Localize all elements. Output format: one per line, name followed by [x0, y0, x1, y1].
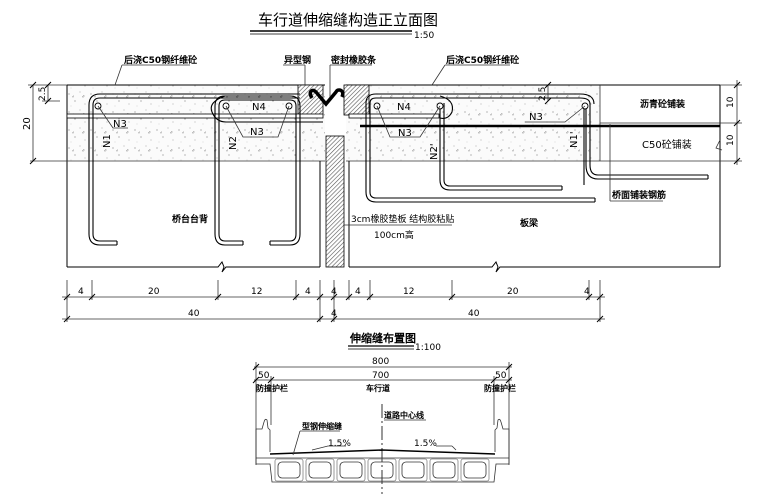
dim-tick — [292, 293, 300, 301]
dim-tick — [585, 293, 593, 301]
bridge-cross-section — [255, 404, 510, 494]
slab-beam-unit — [367, 458, 397, 482]
label-slope-left: 1.5% — [328, 439, 351, 449]
special-steel-right — [343, 84, 370, 116]
dim-tick — [345, 293, 353, 301]
dim-row1-value: 4 — [355, 287, 361, 297]
layout-plan-dims — [252, 362, 513, 465]
label-rubber-seal: 密封橡胶条 — [330, 54, 377, 66]
rebar-mark-n3-left-a: N3 — [113, 119, 127, 130]
rebar-mark-n1-left: N1 — [102, 134, 113, 148]
rubber-seal — [308, 88, 345, 107]
slab-void — [463, 461, 487, 479]
slab-void — [370, 461, 394, 479]
slab-voids — [274, 458, 490, 482]
label-centerline: 道路中心线 — [384, 410, 424, 420]
dim-left-cover: 2.5 — [38, 87, 48, 101]
slab-void — [432, 461, 456, 479]
dim-row2-labels: 40 4 40 — [188, 309, 480, 319]
rebar-mark-n2-left: N2 — [228, 136, 239, 150]
label-post-cast-right: 后浇C50钢纤维砼 — [446, 54, 520, 66]
rebar-mark-n2-right: N2' — [429, 143, 440, 160]
dim-tick — [88, 293, 96, 301]
layout-plan-title-block: 伸缩缝布置图 1:100 — [348, 331, 441, 353]
slab-void — [339, 461, 363, 479]
rubber-pad — [325, 135, 345, 268]
dim-tick — [596, 315, 604, 323]
rebar-mark-n1-right: N1' — [569, 131, 580, 148]
dim-tick — [63, 315, 71, 323]
bottom-dimension-lines — [62, 280, 605, 323]
steel-flange-left — [66, 113, 324, 119]
callouts — [114, 64, 663, 226]
dim-right-layer-bottom: 10 — [726, 134, 736, 146]
slab-beam-unit — [460, 458, 490, 482]
layout-plan-title: 伸缩缝布置图 — [349, 331, 416, 345]
dim-row1-value: 12 — [403, 287, 414, 297]
elevation-title-block: 车行道伸缩缝构造正立面图 1:50 — [250, 11, 438, 41]
label-asphalt-layer: 沥青砼铺装 — [640, 98, 686, 110]
left-vertical-dims — [28, 81, 67, 165]
label-left-barrier: 防撞护栏 — [256, 383, 288, 393]
dim-tick — [366, 293, 374, 301]
label-steel-joint: 型钢伸缩缝 — [302, 421, 342, 431]
dim-row1-value: 20 — [148, 287, 160, 297]
label-rubber-pad-line1: 3cm橡胶垫板 结构胶粘贴 — [351, 213, 454, 225]
slab-beam-unit — [305, 458, 335, 482]
label-c50-layer: C50砼铺装 — [642, 138, 692, 151]
slab-void — [277, 461, 301, 479]
rebar-mark-n4-left: N4 — [252, 102, 266, 113]
dim-right-barrier: 50 — [495, 371, 507, 381]
dim-tick — [316, 315, 324, 323]
rebar-mark-n4-right: N4 — [397, 102, 411, 113]
right-rebars — [365, 93, 709, 203]
slab-void — [308, 461, 332, 479]
label-right-barrier: 防撞护栏 — [484, 383, 516, 393]
slab-beam-unit — [398, 458, 428, 482]
dim-row1-value: 4 — [584, 287, 590, 297]
dim-right-cover: 2.5 — [538, 87, 548, 101]
steel-flange-right — [348, 113, 440, 119]
rebar-mark-n3-right-a: N3 — [529, 112, 543, 123]
dim-row1-value: 4 — [331, 287, 337, 297]
elevation-title: 车行道伸缩缝构造正立面图 — [258, 11, 438, 29]
label-rubber-pad-line2: 100cm高 — [374, 229, 414, 241]
right-cover-dim — [544, 81, 552, 105]
dim-right-layer-top: 10 — [726, 96, 736, 108]
dim-row2-value: 4 — [331, 309, 337, 319]
label-deck-rebar: 桥面铺装钢筋 — [612, 189, 666, 201]
dim-left-height: 20 — [22, 117, 33, 130]
label-special-steel: 异型钢 — [284, 54, 311, 66]
slab-beam-unit — [336, 458, 366, 482]
dim-row1-value: 12 — [251, 287, 262, 297]
slab-beam-unit — [429, 458, 459, 482]
dim-total-width: 800 — [372, 357, 389, 367]
dim-tick — [448, 293, 456, 301]
label-slope-right: 1.5% — [414, 439, 437, 449]
dim-row1-value: 4 — [305, 287, 311, 297]
dim-row2-value: 40 — [188, 309, 200, 319]
elevation-scale: 1:50 — [414, 31, 434, 41]
dim-row1-labels: 4 20 12 4 4 4 4 12 20 4 — [78, 287, 590, 297]
rebar-mark-n3-left-b: N3 — [250, 127, 264, 138]
slab-void — [401, 461, 425, 479]
label-post-cast-left: 后浇C50钢纤维砼 — [124, 54, 198, 66]
dim-row1-value: 4 — [78, 287, 84, 297]
dim-left-barrier: 50 — [258, 371, 270, 381]
dim-tick — [330, 315, 338, 323]
slab-beam-unit — [274, 458, 304, 482]
left-rebars — [88, 93, 323, 246]
label-slab-beam: 板梁 — [520, 217, 539, 229]
label-carriageway: 车行道 — [366, 383, 390, 393]
rebar-mark-n3-right-b: N3 — [398, 128, 412, 139]
dim-row1-value: 20 — [507, 287, 519, 297]
right-layer-dims — [720, 80, 742, 165]
dim-carriageway: 700 — [372, 371, 389, 381]
label-abutment-back: 桥台台背 — [172, 213, 208, 225]
dim-row2-value: 40 — [468, 309, 480, 319]
dim-tick — [214, 293, 222, 301]
layout-plan-scale: 1:100 — [415, 343, 441, 353]
